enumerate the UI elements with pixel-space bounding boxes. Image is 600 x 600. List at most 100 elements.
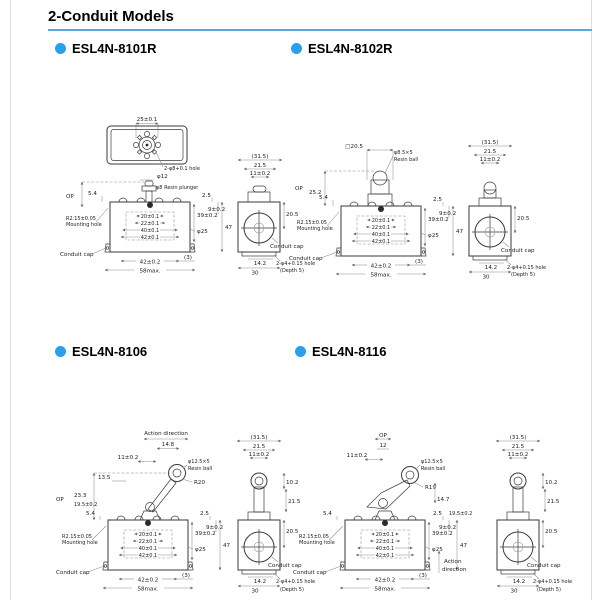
dim-21-5: 21.5 xyxy=(253,444,266,450)
dim-op: OP xyxy=(295,186,303,192)
dim-r215: R2.15±0.05 xyxy=(66,216,96,222)
dim-31-5: (31.5) xyxy=(482,140,499,146)
dim-39: 39±0.2 xyxy=(428,217,449,223)
dim-30: 30 xyxy=(251,271,259,277)
dim-5-4: 5.4 xyxy=(88,191,97,197)
label-conduit-cap: Conduit cap xyxy=(56,570,90,576)
dim-sq20-5: □20.5 xyxy=(345,144,363,150)
dim-14-2: 14.2 xyxy=(485,265,497,271)
label-action-1: Action xyxy=(444,559,462,565)
dim-r215: R2.15±0.05 xyxy=(297,220,327,226)
dim-11: 11±0.2 xyxy=(480,157,501,163)
bullet-icon xyxy=(291,43,302,54)
dim-20: 20±0.1 xyxy=(376,532,395,538)
label-plunger: φ8 Resin plunger xyxy=(156,185,199,191)
dim-2-5: 2.5 xyxy=(433,511,442,517)
dim-58max: 58max. xyxy=(374,587,395,593)
dim-42: 42±0.1 xyxy=(372,239,391,245)
dim-40: 40±0.1 xyxy=(141,228,160,234)
dim-19-5: 19.5±0.2 xyxy=(449,511,472,517)
side-plunger xyxy=(252,185,267,193)
label-conduit-cap: Conduit cap xyxy=(60,252,94,258)
dim-40: 40±0.1 xyxy=(376,546,395,552)
label-conduit-cap: Conduit cap xyxy=(293,570,327,576)
drawing-esl4n-8106: Action direction 14.8 11±0.2 φ12.5×5 Res… xyxy=(56,431,315,595)
dim-22: 22±0.1 xyxy=(372,225,391,231)
drawing-esl4n-8116: OP 12 11±0.2 φ12.5×5 Resin ball R19 14.7… xyxy=(293,433,572,595)
dim-phi25: φ25 xyxy=(432,547,443,553)
page-title: 2-Conduit Models xyxy=(48,8,174,25)
dim-47: 47 xyxy=(456,229,464,235)
dim-21-5: 21.5 xyxy=(484,149,497,155)
dim-hole: 2-φ4+0.15 hole xyxy=(276,261,315,267)
dim-ball: φ8.5×5 xyxy=(394,150,413,156)
drawing-esl4n-8102r: □20.5 φ8.5×5 Resin ball OP 25.2 5.4 2.5 … xyxy=(289,140,546,281)
dim-21-5b: 21.5 xyxy=(547,499,560,505)
plunger-seal xyxy=(147,202,153,208)
drawing-esl4n-8101r: 25±0.1 2-φ8+0.1 hole φ12 φ8 Resin plunge… xyxy=(60,117,315,277)
plunger-tip xyxy=(144,180,154,187)
page-left-border xyxy=(10,0,11,600)
switch-body-front xyxy=(344,519,426,571)
dim-14-2: 14.2 xyxy=(513,579,525,585)
roller-ball-side xyxy=(250,472,268,490)
head-top-view xyxy=(106,125,188,165)
dim-14-2: 14.2 xyxy=(254,579,266,585)
model-name: ESL4N-8102R xyxy=(308,41,393,56)
dim-2-5: 2.5 xyxy=(200,511,209,517)
dim-21-5: 21.5 xyxy=(512,444,525,450)
dim-11: 11±0.2 xyxy=(250,171,271,177)
dim-58max: 58max. xyxy=(137,587,158,593)
dim-39: 39±0.2 xyxy=(432,531,453,537)
dim-47: 47 xyxy=(223,543,231,549)
dim-3: (3) xyxy=(182,573,190,579)
dim-r215: R2.15±0.05 xyxy=(299,534,329,540)
dim-ball: φ12.5×5 xyxy=(421,459,443,465)
label-resin-ball: Resin ball xyxy=(188,466,212,472)
dim-9: 9±0.2 xyxy=(439,525,456,531)
dim-20-5: 20.5 xyxy=(286,212,299,218)
label-conduit-cap: Conduit cap xyxy=(289,256,323,262)
dim-3: (3) xyxy=(415,259,423,265)
dim-23-3: 23.3 xyxy=(74,493,87,499)
dim-phi12: φ12 xyxy=(157,174,168,180)
bullet-icon xyxy=(55,346,66,357)
label-mounting-hole: Mounting hole xyxy=(66,222,102,228)
dim-phi25: φ25 xyxy=(428,233,439,239)
dim-op: OP xyxy=(379,433,387,439)
dim-25: 25±0.1 xyxy=(137,117,158,123)
dim-42: 42±0.1 xyxy=(139,553,158,559)
dim-31-5: (31.5) xyxy=(251,435,268,441)
dim-depth: (Depth 5) xyxy=(537,587,561,593)
roller-ball xyxy=(401,466,419,484)
dim-30: 30 xyxy=(482,275,490,281)
dim-11: 11±0.2 xyxy=(508,452,529,458)
switch-body-front xyxy=(107,519,189,571)
dim-depth: (Depth 5) xyxy=(280,268,304,274)
dim-30: 30 xyxy=(251,589,259,595)
dim-14-7: 14.7 xyxy=(437,497,450,503)
label-action-direction: Action direction xyxy=(144,431,188,437)
label-conduit-cap-side: Conduit cap xyxy=(270,244,304,250)
dim-9: 9±0.2 xyxy=(206,525,223,531)
section-heading-8106: ESL4N-8106 xyxy=(55,344,147,359)
label-resin-ball: Resin ball xyxy=(421,466,445,472)
dim-op: OP xyxy=(56,497,64,503)
dim-5-4: 5.4 xyxy=(319,195,328,201)
dim-31-5: (31.5) xyxy=(252,154,269,160)
dim-39: 39±0.2 xyxy=(197,213,218,219)
dim-20: 20±0.1 xyxy=(141,214,160,220)
dim-14-2: 14.2 xyxy=(254,261,266,267)
dim-42b: 42±0.2 xyxy=(375,578,396,584)
bullet-icon xyxy=(55,43,66,54)
dim-r19: R19 xyxy=(425,485,436,491)
dim-13-5: 13.5 xyxy=(98,475,111,481)
dim-42b: 42±0.2 xyxy=(371,264,392,270)
head-screw-hole xyxy=(133,142,139,148)
dim-20-5: 20.5 xyxy=(517,216,530,222)
dim-47: 47 xyxy=(225,225,233,231)
dim-31-5: (31.5) xyxy=(510,435,527,441)
dim-5-4: 5.4 xyxy=(86,511,95,517)
label-action-2: direction xyxy=(442,567,467,573)
